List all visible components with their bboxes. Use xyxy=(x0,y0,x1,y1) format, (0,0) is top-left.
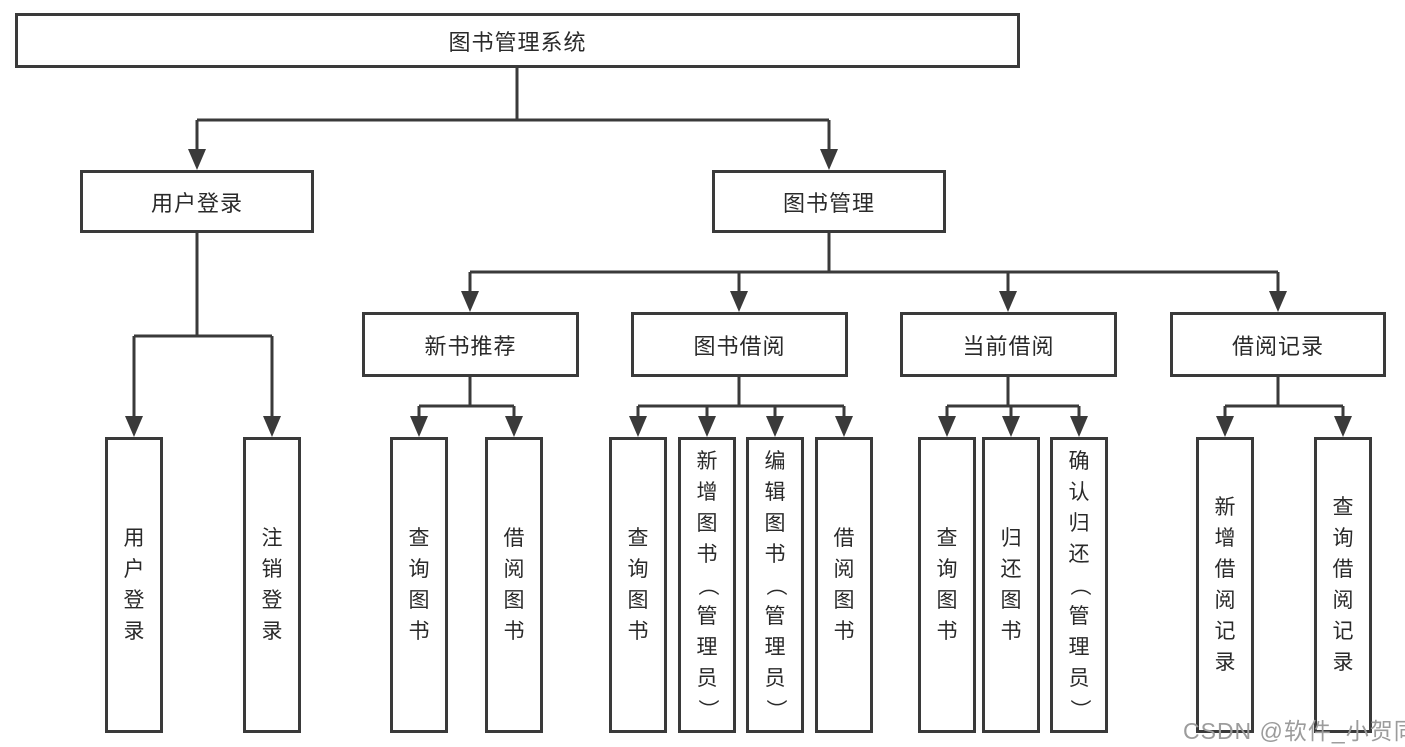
leaf-br-query-record: 查询借阅记录 xyxy=(1314,437,1372,733)
node-current-borrow-label: 当前借阅 xyxy=(962,333,1055,359)
arrowhead-borrow-record xyxy=(1269,291,1287,312)
leaf-bb-add-books-admin: 新增图书（管理员） xyxy=(678,437,736,733)
arrowhead-leaf-logout xyxy=(263,416,281,437)
node-current-borrow: 当前借阅 xyxy=(900,312,1117,377)
leaf-nb-query-books: 查询图书 xyxy=(390,437,448,733)
arrowhead-nb-borrow xyxy=(505,416,523,437)
leaf-logout: 注销登录 xyxy=(243,437,301,733)
leaf-bb-query-books: 查询图书 xyxy=(609,437,667,733)
leaf-br-add-record: 新增借阅记录 xyxy=(1196,437,1254,733)
node-library-system-label: 图书管理系统 xyxy=(448,29,587,55)
arrowhead-bb-edit xyxy=(766,416,784,437)
arrowhead-cb-return xyxy=(1002,416,1020,437)
leaf-user-login: 用户登录 xyxy=(105,437,163,733)
arrowhead-bb-borrow xyxy=(835,416,853,437)
arrowhead-cb-query xyxy=(938,416,956,437)
leaf-cb-return-books: 归还图书 xyxy=(982,437,1040,733)
arrowhead-bb-add xyxy=(698,416,716,437)
arrowhead-new-book xyxy=(461,291,479,312)
arrowhead-nb-query xyxy=(410,416,428,437)
node-new-book-recommend-label: 新书推荐 xyxy=(424,333,517,359)
arrowhead-user-login xyxy=(188,149,206,170)
leaf-nb-borrow-books: 借阅图书 xyxy=(485,437,543,733)
node-borrow-record: 借阅记录 xyxy=(1170,312,1386,377)
node-book-borrow: 图书借阅 xyxy=(631,312,848,377)
arrowhead-book-mgmt xyxy=(820,149,838,170)
leaf-bb-borrow-books: 借阅图书 xyxy=(815,437,873,733)
node-book-management: 图书管理 xyxy=(712,170,946,233)
arrowhead-bb-query xyxy=(629,416,647,437)
arrowhead-current-borrow xyxy=(999,291,1017,312)
connector-borrow-record-children xyxy=(1223,377,1345,418)
node-borrow-record-label: 借阅记录 xyxy=(1231,333,1324,359)
node-user-login: 用户登录 xyxy=(80,170,314,233)
connector-current-borrow-children xyxy=(945,377,1081,418)
arrowhead-br-add xyxy=(1216,416,1234,437)
connector-root-to-level2 xyxy=(195,68,831,152)
connector-book-mgmt-children xyxy=(468,233,1280,293)
connector-user-login-children xyxy=(132,233,274,418)
arrowhead-book-borrow xyxy=(730,291,748,312)
node-user-login-label: 用户登录 xyxy=(150,190,243,216)
leaf-cb-confirm-return-admin: 确认归还（管理员） xyxy=(1050,437,1108,733)
node-library-system: 图书管理系统 xyxy=(15,13,1020,68)
csdn-watermark: CSDN @软件_小贺同学 xyxy=(1183,718,1405,744)
connector-new-book-children xyxy=(417,377,516,418)
node-book-management-label: 图书管理 xyxy=(782,190,875,216)
node-book-borrow-label: 图书借阅 xyxy=(693,333,786,359)
leaf-bb-edit-books-admin: 编辑图书（管理员） xyxy=(746,437,804,733)
leaf-cb-query-books: 查询图书 xyxy=(918,437,976,733)
node-new-book-recommend: 新书推荐 xyxy=(362,312,579,377)
connector-book-borrow-children xyxy=(636,377,846,418)
arrowhead-br-query xyxy=(1334,416,1352,437)
arrowhead-cb-confirm xyxy=(1070,416,1088,437)
arrowhead-leaf-login xyxy=(125,416,143,437)
